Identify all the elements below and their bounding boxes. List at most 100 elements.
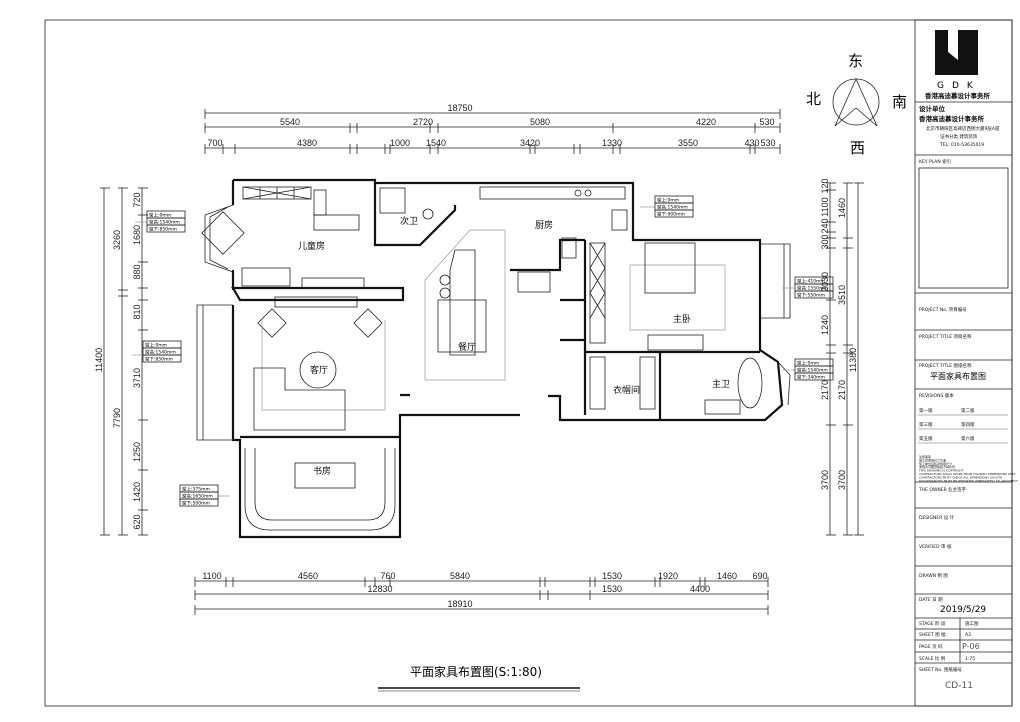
dim-label: 1330 — [602, 138, 622, 148]
dim-label: 620 — [132, 514, 142, 529]
drawn-label: DRAWN 制 图 — [919, 572, 948, 579]
dim-label: 690 — [752, 571, 767, 581]
window-tag-text: 窗下:850mm — [149, 226, 177, 233]
dim-label: 1100 — [820, 197, 830, 216]
dim-label: 530 — [760, 138, 775, 148]
dim-label: 2720 — [413, 117, 433, 127]
dim-label: 2030 — [820, 272, 830, 292]
sheet-label: SHEET 图 幅 — [919, 631, 946, 638]
window-tag-text: 窗下:850mm — [145, 356, 173, 363]
dim-label: 530 — [759, 117, 774, 127]
dim-label: 3700 — [820, 470, 830, 490]
dim-label: 1680 — [132, 225, 142, 245]
window-tag-text: 窗上:0mm — [797, 360, 819, 367]
project-title-label: PROJECT TITLE 项目名称 — [919, 333, 972, 340]
dim-label: 3700 — [837, 470, 847, 490]
dim-label: 700 — [207, 138, 222, 148]
dim-label: 430 — [744, 138, 759, 148]
room-study: 书房 — [313, 465, 331, 477]
window-tag-text: 窗高:1540mm — [657, 204, 688, 211]
window-tag-text: 窗高:1540mm — [149, 219, 180, 226]
dim-label: 11400 — [94, 348, 104, 372]
dim-label: 2170 — [820, 380, 830, 400]
window-tag-text: 窗上:410mm — [797, 278, 825, 285]
dim-label: 810 — [132, 304, 142, 319]
sheet-border — [44, 19, 1013, 707]
window-tag-text: 窗下:340mm — [797, 374, 825, 381]
note-line: THIS DRAWING IS COPYRIGHT — [918, 469, 964, 473]
designer-label: DESIGNER 设 计 — [919, 514, 955, 521]
scale-value: 1:75 — [965, 656, 975, 662]
sheet-value: A3 — [965, 632, 971, 638]
dim-label: 1000 — [390, 138, 410, 148]
compass: 东 北 南 西 — [806, 52, 907, 157]
room-kids: 儿童房 — [298, 240, 325, 252]
window-tag-text: 窗高:1540mm — [145, 349, 176, 356]
window-tag-row — [794, 372, 834, 381]
revision-cell: 第二版 — [961, 407, 975, 414]
title-block: GDK 香港高迪慕设计事务所 设计单位 香港高迪慕设计事务所 北京市朝阳区高碑店… — [914, 19, 1018, 707]
dim-label: 3510 — [837, 285, 847, 305]
dim-label: 3260 — [112, 230, 122, 250]
room-closet: 衣帽间 — [613, 384, 640, 396]
compass-north: 北 — [806, 90, 821, 108]
project-no-label: PROJECT No. 项目编号 — [919, 306, 967, 313]
window-tag-text: 窗高:1550mm — [797, 285, 828, 292]
window-tag-row — [179, 498, 219, 507]
room-master: 主卧 — [673, 313, 691, 325]
dim-label: 1240 — [820, 315, 830, 335]
note-line: CONTRACTORS SHALL WORK FROM FIGURED DIME… — [919, 472, 1016, 476]
date-value: 2019/5/29 — [940, 605, 986, 615]
design-unit-label: 设计单位 — [919, 104, 946, 113]
window-tag-text: 窗上:0mm — [149, 212, 171, 219]
dim-label: 3710 — [132, 368, 142, 388]
window-tag-row — [146, 224, 186, 233]
window-tag-text: 窗上:0mm — [145, 342, 167, 349]
window-tag-text: 窗下:550mm — [797, 292, 825, 299]
dim-label: 1530 — [602, 571, 622, 581]
scale-label: SCALE 比 例 — [919, 655, 946, 662]
dim-label: 1420 — [132, 482, 142, 502]
walls — [196, 178, 791, 539]
dim-label: 3420 — [520, 138, 540, 148]
date-label: DATE 日 期 — [919, 597, 943, 603]
dim-label: 2170 — [837, 380, 847, 400]
room-living: 客厅 — [310, 364, 328, 376]
dim-label: 1540 — [426, 138, 446, 148]
stage-value: 施工图 — [965, 620, 979, 627]
revision-cell: 第四版 — [961, 421, 975, 428]
dim-label: 1250 — [132, 442, 142, 462]
dim-label: 4220 — [696, 117, 716, 127]
firm-address: 北京市朝阳区高碑店西侧大厦9层A座 — [926, 125, 1000, 132]
firm-name: 香港高迪慕设计事务所 — [925, 91, 991, 100]
firm-cert: 证书分类 建筑装饰 — [940, 133, 978, 140]
window-tag-text: 窗上:0mm — [657, 197, 679, 204]
dim-label: 4380 — [297, 138, 317, 148]
sheet-no-value: CD-11 — [945, 681, 973, 691]
dim-label: 1530 — [602, 584, 622, 594]
room-dining: 餐厅 — [458, 341, 476, 353]
compass-west: 西 — [850, 139, 865, 157]
title-block-drawing-title: 平面家具布置图 — [930, 371, 986, 381]
room-guest-bath: 次卫 — [400, 215, 418, 227]
dim-label: 1100 — [202, 571, 221, 581]
stage-label: STAGE 阶 段 — [919, 620, 946, 627]
window-tag-row — [654, 209, 694, 218]
dim-label: 4400 — [690, 584, 710, 594]
drawing-title: 平面家具布置图(S:1:80) — [410, 664, 542, 679]
compass-south: 南 — [892, 93, 907, 111]
note-line: 施工单位应核对现场尺寸 — [919, 461, 952, 466]
room-master-bath: 主卫 — [712, 378, 730, 390]
note-line: 施工时现场尺寸为准 — [919, 457, 946, 462]
revisions-label: REVISIONS 版本 — [919, 392, 954, 399]
dim-label: 5080 — [530, 117, 550, 127]
dim-label: 18910 — [447, 599, 472, 609]
window-tag-text: 窗上:375mm — [182, 486, 210, 493]
